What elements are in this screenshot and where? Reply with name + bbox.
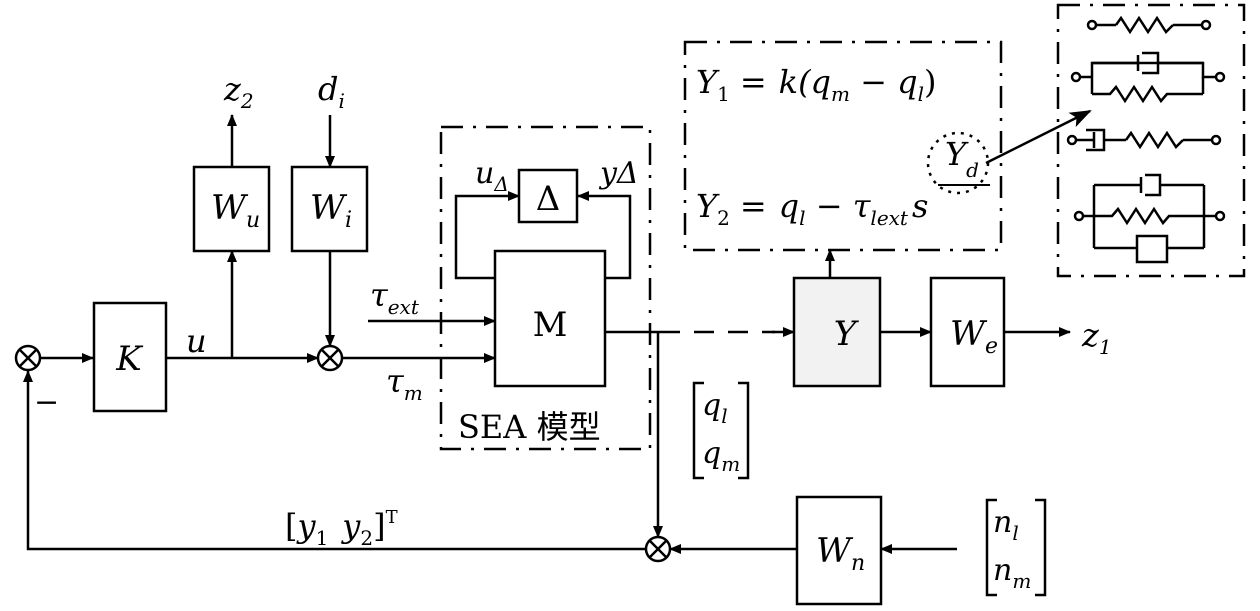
delta-label: Δ	[536, 179, 561, 219]
signal-u-delta: uΔ	[475, 156, 509, 196]
maxwell-icon	[1066, 128, 1222, 152]
signal-z2: z2	[223, 70, 254, 113]
signal-z1: z1	[1081, 316, 1112, 359]
yd-highlight	[926, 131, 990, 195]
svg-text:nm: nm	[993, 553, 1031, 593]
wi-block	[290, 165, 369, 253]
signal-di: di	[318, 70, 345, 113]
signal-tau-m: τm	[386, 362, 423, 405]
minus-sign: −	[34, 385, 59, 420]
we-block	[929, 276, 1006, 388]
impedance-model-panel	[1056, 3, 1246, 278]
equation-y1: Y1=k(qm − ql)	[696, 63, 937, 106]
plant-block	[493, 249, 607, 388]
summing-junction-mid	[316, 344, 344, 372]
spring-damper-mass-icon	[1073, 173, 1226, 264]
plant-label: M	[533, 305, 568, 345]
svg-text:nl: nl	[993, 505, 1019, 545]
summing-junction-bottom	[644, 535, 672, 563]
summing-junction-left	[14, 344, 42, 372]
svg-text:qm: qm	[702, 436, 740, 476]
y-block-label: Y	[834, 314, 860, 354]
y-block	[792, 276, 882, 388]
signal-y-delta: yΔ	[598, 156, 639, 191]
signal-u: u	[186, 322, 207, 360]
n-vector: nl nm	[985, 498, 1047, 597]
spring-icon	[1086, 15, 1212, 35]
yd-label: Yd	[945, 135, 979, 182]
controller-block	[92, 301, 168, 413]
wu-block	[192, 165, 271, 253]
q-vector: ql qm	[692, 381, 750, 480]
wn-label: Wn	[816, 531, 865, 576]
output-equation-panel	[683, 40, 1003, 252]
wi-label: Wi	[310, 188, 352, 233]
signal-tau-ext: τext	[370, 276, 420, 319]
svg-text:ql: ql	[702, 388, 728, 428]
wn-block	[795, 495, 883, 606]
delta-block	[517, 168, 579, 224]
we-label: We	[950, 314, 998, 359]
kelvin-voigt-icon	[1070, 51, 1226, 104]
wu-label: Wu	[211, 188, 260, 233]
sea-model-label: SEA 模型	[458, 408, 601, 446]
sea-model-boundary	[439, 125, 652, 451]
controller-label: K	[115, 339, 144, 379]
